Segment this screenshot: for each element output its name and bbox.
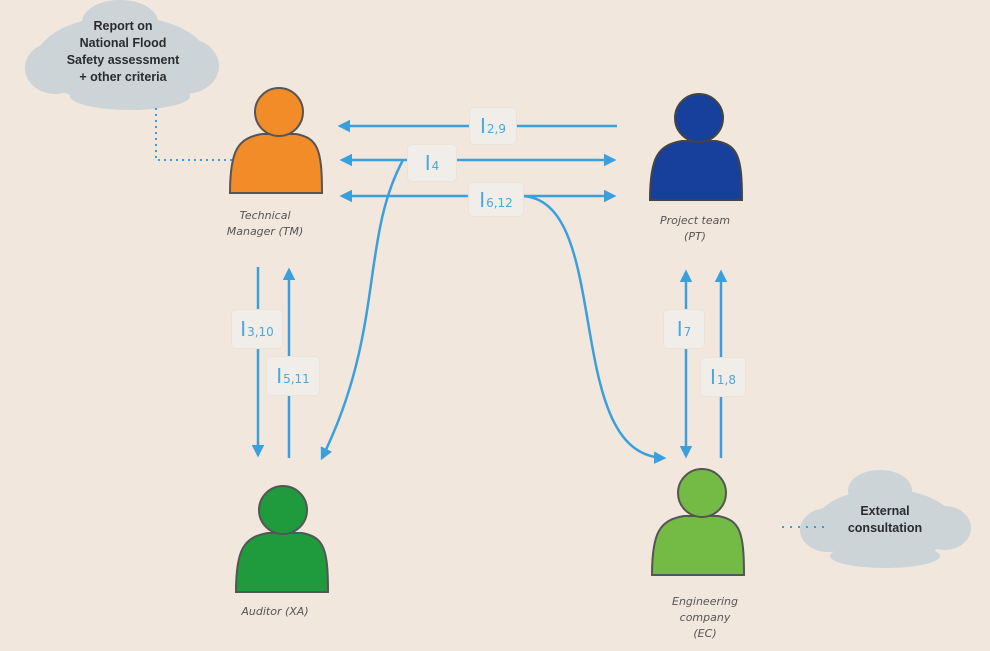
info-subscript: 7 (683, 325, 692, 339)
engineering-company-icon (650, 468, 746, 576)
info-letter: I (480, 114, 486, 138)
arrow-pt-to-ec-curve (519, 194, 667, 464)
auditor-label: Auditor (XA) (241, 605, 309, 618)
info-letter: I (276, 364, 283, 388)
technical-manager-label: Technical Manager (TM) (226, 209, 304, 238)
info-letter: I (240, 317, 247, 341)
info-subscript: 6,12 (486, 195, 513, 210)
info-letter: I (676, 317, 683, 341)
info-subscript: 3,10 (247, 325, 274, 339)
info-letter: I (710, 365, 716, 389)
info-letter: I (424, 151, 431, 175)
engineering-company-label: Engineering company (EC) (672, 595, 738, 640)
technical-manager-icon (228, 87, 324, 194)
report-connector-dotted (155, 108, 232, 161)
info-letter: I (479, 187, 486, 212)
report-cloud (25, 0, 219, 110)
external-consultation-text: External consultation (847, 504, 923, 535)
info-subscript: 4 (431, 159, 440, 173)
arrow-tm-to-auditor-curve (320, 159, 405, 461)
info-subscript: 5,11 (283, 372, 310, 386)
external-consultation-cloud (800, 470, 971, 568)
project-team-label: Project team (PT) (659, 214, 731, 243)
info-subscript: 1,8 (716, 373, 736, 387)
project-team-icon (648, 93, 744, 201)
info-subscript: 2,9 (486, 122, 506, 136)
auditor-icon (234, 485, 330, 593)
report-cloud-text: Report on National Flood Safety assessme… (66, 19, 180, 84)
